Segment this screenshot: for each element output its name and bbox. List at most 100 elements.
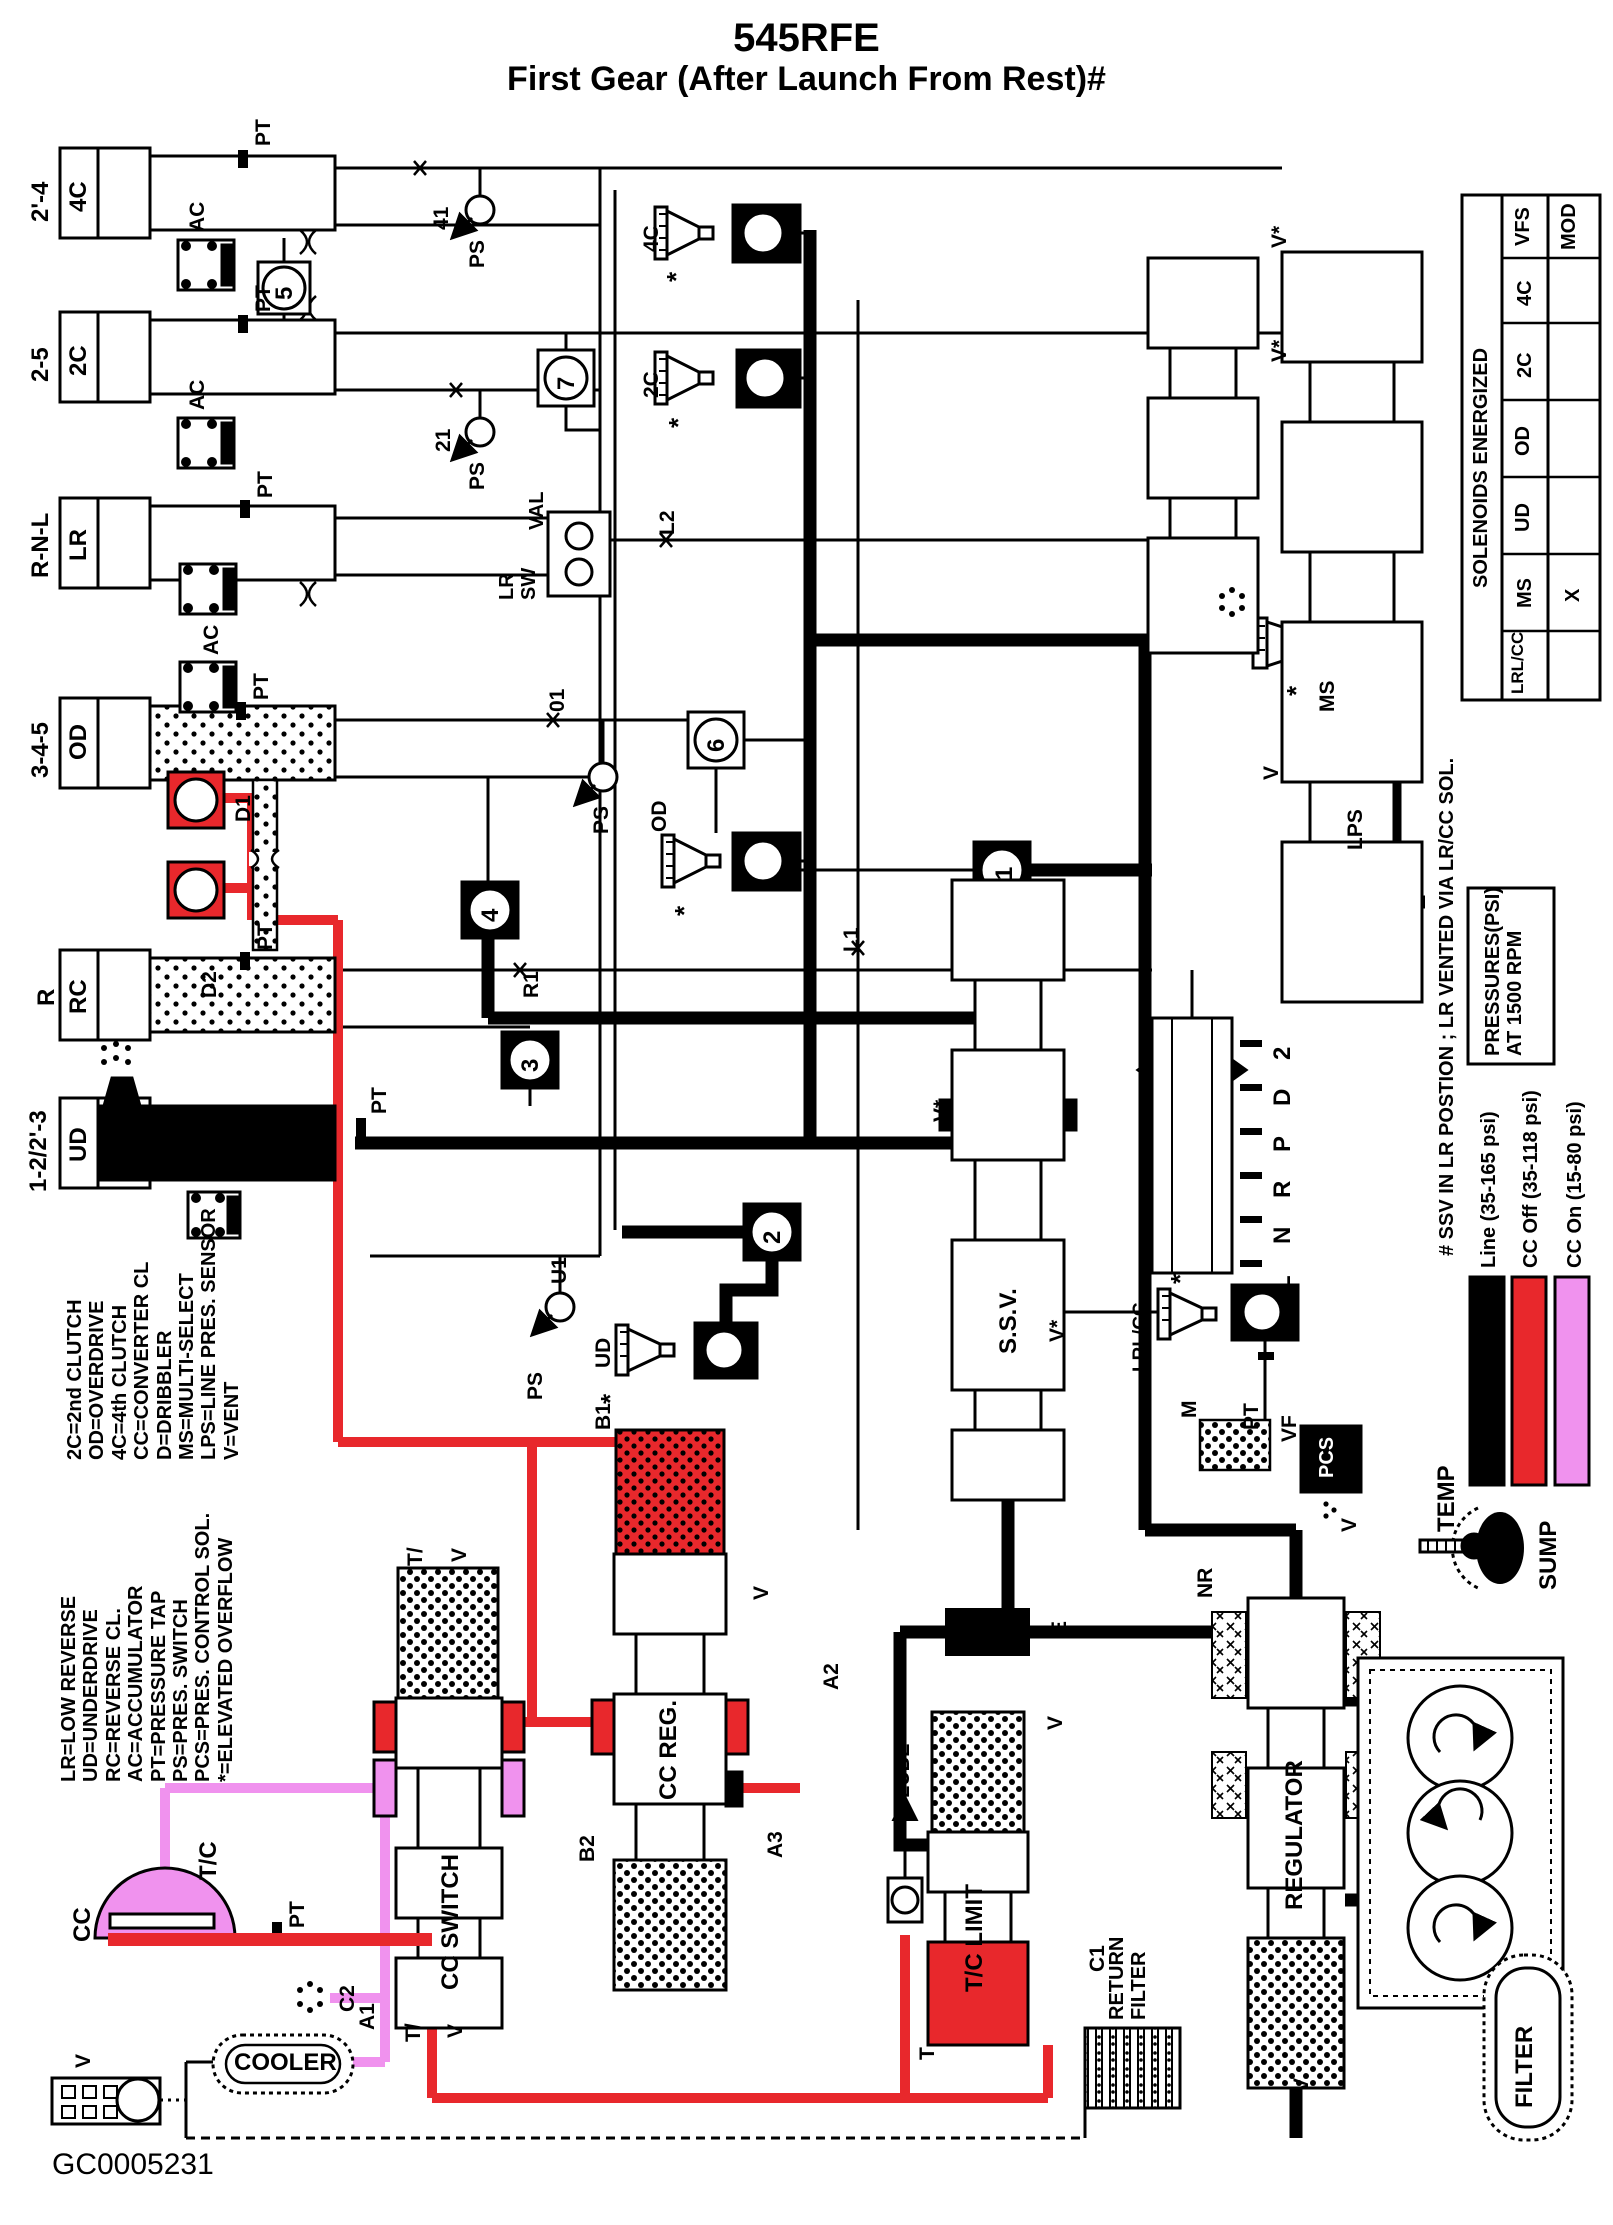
table-col: MS xyxy=(1514,578,1536,608)
line-label-e: E xyxy=(1048,1620,1071,1635)
ac-label: AC xyxy=(186,201,209,232)
ps-label: PS xyxy=(590,805,613,834)
port-label-t-slash: T/ xyxy=(402,2023,425,2042)
pt-label: PT xyxy=(254,471,277,498)
checkball-d2-label: D2 xyxy=(198,971,221,998)
acc-clutch-label: LR xyxy=(65,529,92,561)
manual-valve xyxy=(1135,1016,1262,1275)
e-port-box xyxy=(945,1608,1030,1656)
pt-label: PT xyxy=(286,1901,309,1928)
acc-group-label: R-N-L xyxy=(27,512,54,578)
pump-assembly xyxy=(1356,1656,1565,2010)
line-label-r1: R1 xyxy=(520,971,543,998)
swatch-cc-on xyxy=(1553,1275,1591,1487)
line-break-marks xyxy=(413,160,865,978)
cc-reg-label: CC REG. xyxy=(655,1699,682,1800)
solenoid-4c-label: 4C xyxy=(640,225,663,252)
acc-clutch-label: 4C xyxy=(65,181,92,212)
checkball-d1-label: D1 xyxy=(232,795,255,822)
right-valve-train xyxy=(1146,250,1424,1004)
solenoid-ms-label: MS xyxy=(1316,680,1339,713)
vent-label: V xyxy=(1260,765,1283,780)
acc-group-label: 2'-4 xyxy=(27,181,54,222)
pcs-label: PCS xyxy=(1316,1436,1338,1478)
pt-label: PT xyxy=(250,673,273,700)
line-label-21: 21 xyxy=(432,428,455,452)
line-label-a3: A3 xyxy=(764,1831,787,1858)
vent-star-label: V* xyxy=(930,1099,953,1122)
sump-label: SUMP xyxy=(1535,1520,1562,1590)
line-label-nr: NR xyxy=(1194,1567,1217,1598)
cc-switch-label: CC SWITCH xyxy=(437,1854,464,1990)
star-label: * xyxy=(1281,685,1311,696)
pcs-area xyxy=(1198,1418,1363,1519)
temp-label: TEMP xyxy=(1433,1465,1460,1532)
legend-cc-on-label: CC On (15-80 psi) xyxy=(1564,1101,1586,1268)
solenoid-ud-label: UD xyxy=(592,1337,615,1368)
star-label: * xyxy=(595,1393,625,1404)
temp-thermometer-icon xyxy=(1418,1532,1488,1560)
vent-label: V xyxy=(750,1585,773,1600)
vent-label: V xyxy=(1290,2077,1313,2092)
cc-label: CC xyxy=(69,1907,96,1942)
return-filter-label: RETURN FILTER xyxy=(1106,1936,1151,2020)
star-label: * xyxy=(663,417,693,428)
c2-vent-dots xyxy=(297,1981,323,2013)
solenoid-ud xyxy=(614,1321,759,1380)
checkball-2: 2 xyxy=(759,1230,786,1244)
star-label: * xyxy=(661,271,691,282)
cc-reg-valve xyxy=(590,1428,750,1992)
solenoid-od xyxy=(660,831,802,892)
line-label-b2: B2 xyxy=(576,1835,599,1862)
vent-label: V xyxy=(72,2053,95,2068)
manual-pos: D xyxy=(1269,1088,1296,1106)
star-label: * xyxy=(1165,1273,1195,1284)
thin-pipes xyxy=(160,166,1462,2140)
pressure-box-text: PRESSURES(PSI) AT 1500 RPM xyxy=(1482,887,1527,1056)
ps-label: PS xyxy=(466,239,489,268)
color-legend-swatches xyxy=(1468,1275,1591,1487)
acc-clutch-label: OD xyxy=(65,724,92,760)
acc-group-label: 1-2/2'-3 xyxy=(25,1110,52,1192)
ac-symbols xyxy=(176,238,242,1240)
legend-cc-off-label: CC Off (35-118 psi) xyxy=(1520,1090,1542,1268)
solenoid-4c xyxy=(653,203,802,264)
checkball-7: 7 xyxy=(553,376,580,390)
cc-switch-valve xyxy=(372,1566,526,2030)
page-subtitle: First Gear (After Launch From Rest)# xyxy=(507,60,1106,98)
acc-clutch-label: RC xyxy=(65,979,92,1014)
line-label-vf: VF xyxy=(1278,1415,1301,1442)
regulator-valve xyxy=(1211,1596,1381,2090)
checkball-6: 6 xyxy=(703,738,730,752)
table-col: 2C xyxy=(1514,352,1536,378)
pt-taps xyxy=(236,150,1274,1940)
line-label-c2: C2 xyxy=(336,1985,359,2012)
table-col: UD xyxy=(1512,503,1534,532)
lps-label: LPS xyxy=(1344,809,1367,850)
line-label-41: 41 xyxy=(430,206,453,230)
solenoid-od-label: OD xyxy=(648,800,671,833)
filter-label: FILTER xyxy=(1511,2025,1538,2108)
vent-star-label: V* xyxy=(1268,339,1291,362)
pt-label: PT xyxy=(368,1087,391,1114)
ac-label: AC xyxy=(186,379,209,410)
solenoid-table-title: SOLENOIDS ENERGIZED xyxy=(1470,347,1492,588)
solenoid-lr-cc xyxy=(1156,1283,1300,1342)
tc-label: T/C xyxy=(195,1841,222,1880)
line-label-a2: A2 xyxy=(820,1663,843,1690)
pressure-switches xyxy=(449,194,619,1338)
manual-pos: N xyxy=(1269,1226,1296,1244)
tc-limit-label: T/C LIMIT xyxy=(961,1884,988,1992)
checkball-4: 4 xyxy=(477,908,504,922)
pt-label: PT xyxy=(254,923,277,950)
ac-label: AC xyxy=(200,1107,223,1138)
line-label-u1: U1 xyxy=(548,1257,571,1284)
line-label-01: 01 xyxy=(546,688,569,712)
solenoid-2c xyxy=(653,348,802,409)
val-label: VAL xyxy=(526,491,548,530)
ssv-label: S.S.V. xyxy=(995,1288,1022,1354)
pressure-box-frame xyxy=(1466,886,1556,1066)
vent-label: V xyxy=(1044,1715,1067,1730)
manual-pos: 2 xyxy=(1269,1046,1296,1060)
